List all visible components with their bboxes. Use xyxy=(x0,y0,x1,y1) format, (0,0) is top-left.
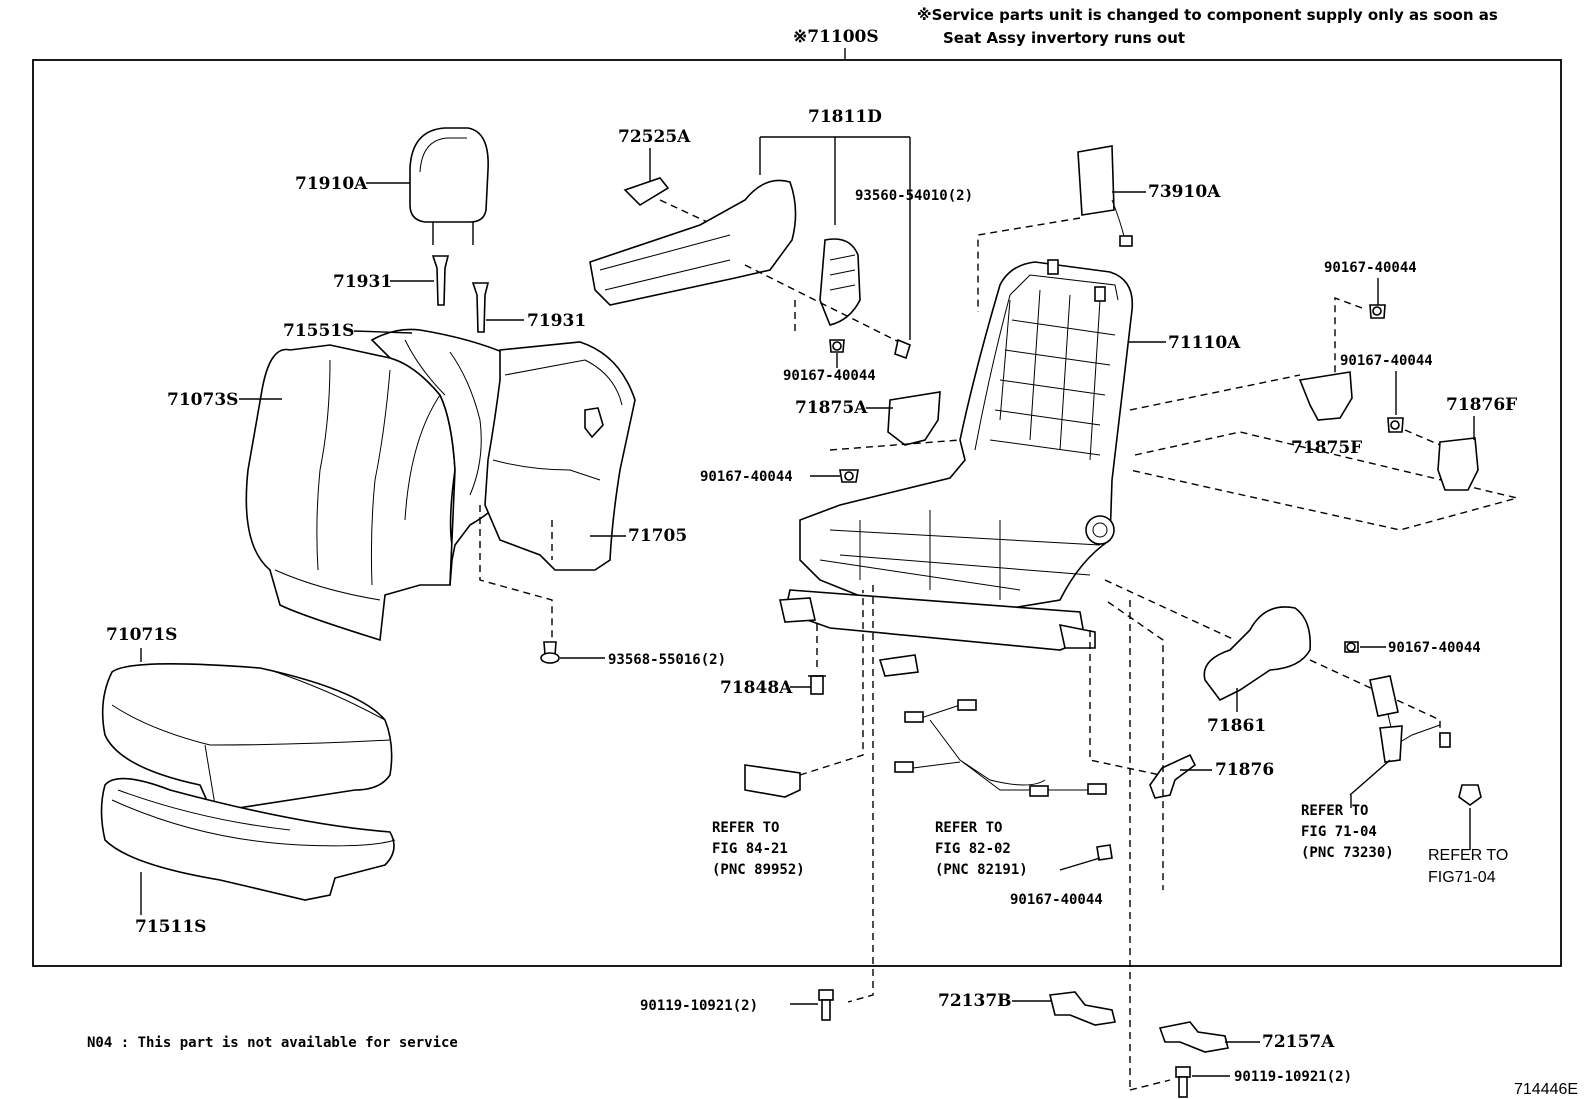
seatback-cover-illustration xyxy=(245,328,533,642)
label-93568-55016: 93568-55016(2) xyxy=(608,652,726,668)
screw-90167-b-illustration xyxy=(839,469,859,483)
label-71910A: 71910A xyxy=(295,174,368,194)
service-note-line-2: Seat Assy invertory runs out xyxy=(943,29,1185,47)
ref1-line1: REFER TO xyxy=(712,820,779,836)
label-71876: 71876 xyxy=(1215,760,1274,780)
label-90167-40044-a: 90167-40044 xyxy=(783,368,876,384)
ref2-line2: FIG 82-02 xyxy=(935,841,1011,857)
bracket-71875F-illustration xyxy=(1298,371,1353,421)
seat-cushion-cover-illustration xyxy=(101,663,393,813)
assembly-part-number: ※71100S xyxy=(793,27,879,47)
label-71511S: 71511S xyxy=(135,917,206,937)
label-71073S: 71073S xyxy=(167,390,238,410)
label-90119-10921-b: 90119-10921(2) xyxy=(1234,1069,1352,1085)
screw-90167-d-illustration xyxy=(1387,417,1404,433)
nut-illustration xyxy=(1458,784,1482,806)
ref3-line2: FIG 71-04 xyxy=(1301,824,1377,840)
label-71110A: 71110A xyxy=(1168,333,1241,353)
label-72137B: 72137B xyxy=(938,991,1012,1011)
bracket-72137B-illustration xyxy=(1049,991,1116,1026)
assembly-frame xyxy=(32,59,1562,967)
label-73910A: 73910A xyxy=(1148,182,1221,202)
label-90167-40044-c: 90167-40044 xyxy=(1324,260,1417,276)
footer-note: N04 : This part is not available for ser… xyxy=(87,1035,458,1051)
screw-90167-a-illustration xyxy=(829,338,911,360)
label-71811D: 71811D xyxy=(808,107,882,127)
bracket-71876-illustration xyxy=(1149,753,1197,799)
ref4-line2: FIG71-04 xyxy=(1428,869,1496,886)
service-note-line-1: ※Service parts unit is changed to compon… xyxy=(917,6,1498,24)
label-71861: 71861 xyxy=(1207,716,1266,736)
label-71875F: 71875F xyxy=(1291,438,1362,458)
seatbelt-buckle-illustration xyxy=(1349,675,1451,796)
label-90167-40044-f: 90167-40044 xyxy=(1010,892,1103,908)
bracket-71875A-illustration xyxy=(887,391,941,446)
bolt-90119-a-illustration xyxy=(818,989,834,1021)
seat-cushion-pad-illustration xyxy=(100,777,396,901)
label-71705: 71705 xyxy=(628,526,687,546)
ref2-line1: REFER TO xyxy=(935,820,1002,836)
seatback-board-illustration xyxy=(484,341,636,571)
label-72525A: 72525A xyxy=(618,127,691,147)
label-71848A: 71848A xyxy=(720,678,793,698)
ref3-line3: (PNC 73230) xyxy=(1301,845,1394,861)
screw-90167-c-illustration xyxy=(1369,304,1386,319)
ref1-line3: (PNC 89952) xyxy=(712,862,805,878)
ref4-line1: REFER TO xyxy=(1428,847,1508,864)
ecu-connector-illustration xyxy=(744,764,801,798)
screw-90167-f-illustration xyxy=(1096,844,1113,861)
label-71875A: 71875A xyxy=(795,398,868,418)
label-90119-10921-a: 90119-10921(2) xyxy=(640,998,758,1014)
headrest-illustration xyxy=(409,127,489,245)
label-90167-40044-e: 90167-40044 xyxy=(1388,640,1481,656)
bracket-71876F-illustration xyxy=(1437,437,1479,491)
label-72157A: 72157A xyxy=(1262,1032,1335,1052)
screw-90167-e-illustration xyxy=(1344,641,1359,653)
label-90167-40044-b: 90167-40044 xyxy=(700,469,793,485)
label-90167-40044-d: 90167-40044 xyxy=(1340,353,1433,369)
ref2-line3: (PNC 82191) xyxy=(935,862,1028,878)
headrest-support-illustration xyxy=(431,255,490,333)
ref3-line1: REFER TO xyxy=(1301,803,1368,819)
airbag-module-illustration xyxy=(1077,145,1133,247)
label-93560-54010: 93560-54010(2) xyxy=(855,188,973,204)
bolt-90119-b-illustration xyxy=(1175,1066,1191,1098)
label-71931-lower: 71931 xyxy=(527,311,586,331)
seat-frame-illustration xyxy=(779,259,1134,677)
label-71931-upper: 71931 xyxy=(333,272,392,292)
label-71551S: 71551S xyxy=(283,321,354,341)
wire-harness-illustration xyxy=(894,699,1107,797)
label-71071S: 71071S xyxy=(106,625,177,645)
side-shield-illustration xyxy=(589,179,861,326)
bolt-71848A-illustration xyxy=(808,675,826,695)
bracket-72157A-illustration xyxy=(1158,1021,1229,1053)
label-71876F: 71876F xyxy=(1446,395,1517,415)
ref1-line2: FIG 84-21 xyxy=(712,841,788,857)
lever-knob-illustration xyxy=(623,177,670,207)
screw-93568-illustration xyxy=(540,641,560,664)
recliner-cover-71861-illustration xyxy=(1203,606,1312,702)
figure-id: 714446E xyxy=(1514,1081,1578,1098)
